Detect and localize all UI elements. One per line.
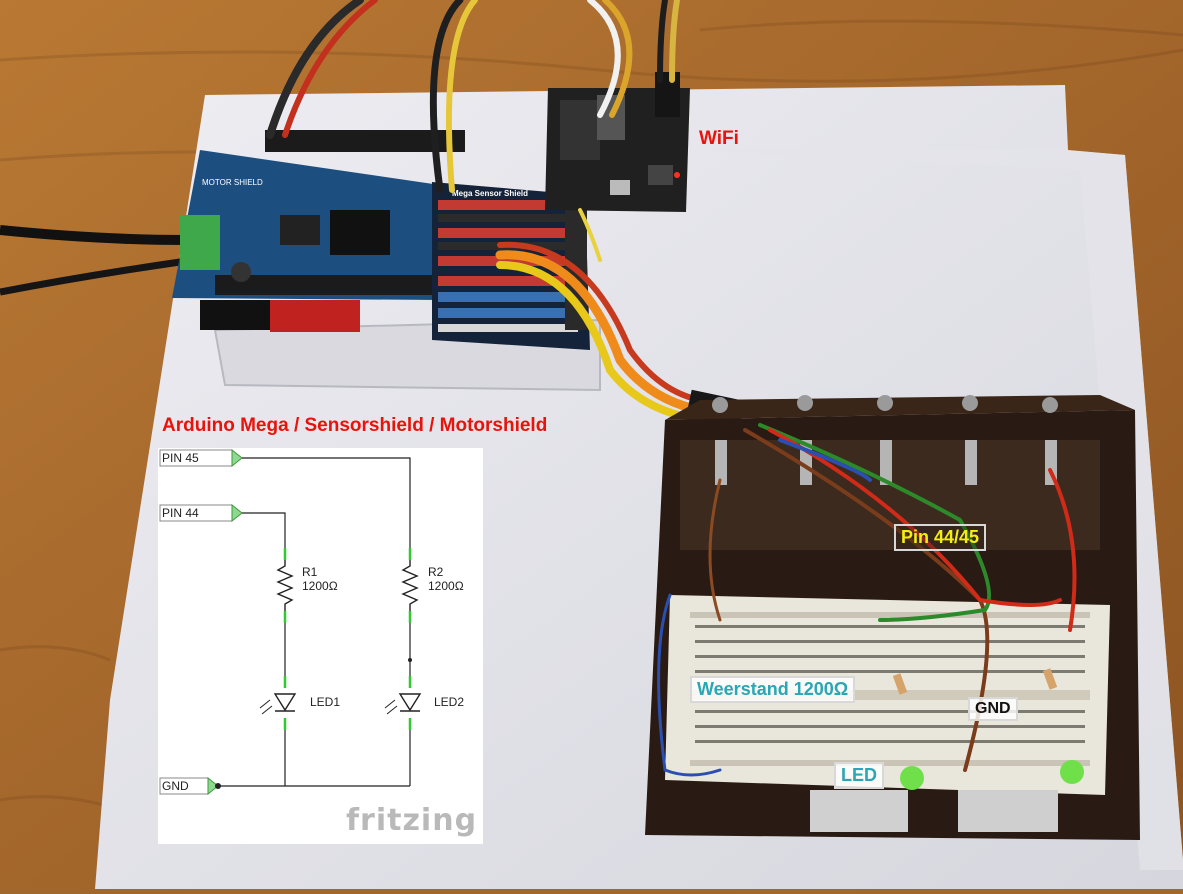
sensor-shield-text: Mega Sensor Shield [452,189,528,198]
schem-r2-value: 1200Ω [428,579,464,593]
led2-symbol [384,693,422,715]
pin45-port [159,448,243,468]
pin-label: Pin 44/45 [894,524,987,551]
resistor-r1 [276,560,294,611]
schem-r1-value: 1200Ω [302,579,338,593]
gnd-port [159,776,219,796]
led-right [1060,760,1084,784]
schem-gnd-label: GND [162,779,189,793]
schem-r1-name: R1 [302,565,318,579]
weerstand-label: Weerstand 1200Ω [690,676,856,703]
arduino-label: Arduino Mega / Sensorshield / Motorshiel… [162,415,548,436]
led1-symbol [259,693,297,715]
schem-led1-label: LED1 [310,695,341,709]
pin44-port [159,503,243,523]
schem-pin45-label: PIN 45 [162,451,199,465]
schem-pin44-label: PIN 44 [162,506,199,520]
led-left [900,766,924,790]
motor-shield-text: MOTOR SHIELD [202,178,263,187]
gnd-label: GND [968,697,1018,721]
resistor-r2 [401,560,419,611]
schem-led2-label: LED2 [434,695,465,709]
wifi-label: WiFi [699,128,739,149]
fritzing-logo-text: fritzing [346,803,478,838]
terminal-block [180,215,220,270]
schematic-drawing [159,448,422,796]
fritzing-schematic: PIN 45 PIN 44 GND R1 1200Ω R2 1200Ω LED1… [158,448,483,844]
schem-r2-name: R2 [428,565,444,579]
led-label: LED [834,762,884,789]
